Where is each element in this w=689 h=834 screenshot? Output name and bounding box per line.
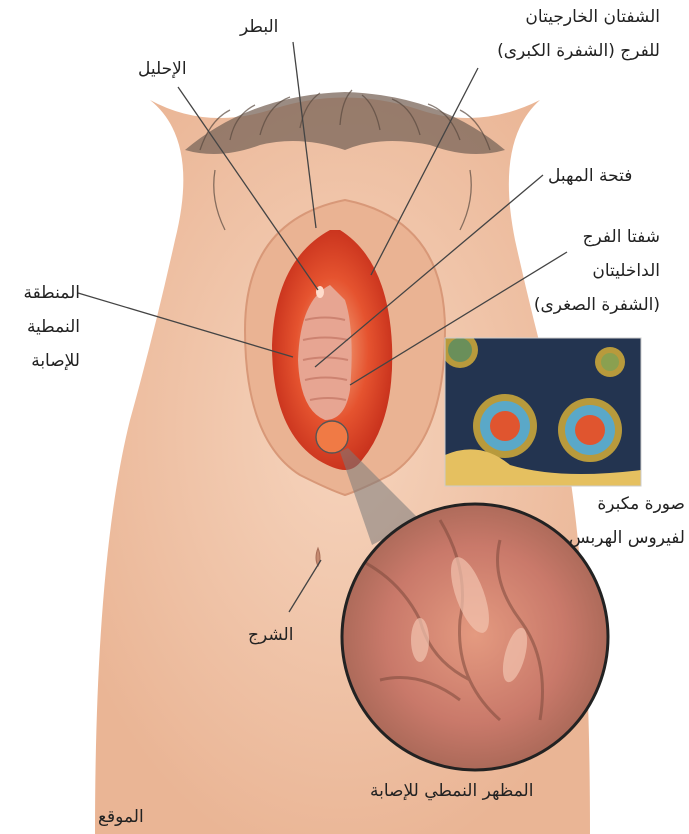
label-typical-area: المنطقة النمطية للإصابة xyxy=(2,276,80,378)
label-inner-labia: شفتا الفرج الداخليتان (الشفرة الصغرى) xyxy=(500,220,660,322)
lesion-marker xyxy=(316,421,348,453)
label-vestibule: فتحة المهبل xyxy=(548,159,632,193)
label-urethra: الإحليل xyxy=(138,52,187,86)
label-anus: الشرج xyxy=(248,618,293,652)
label-outer-labia: الشفتان الخارجيتان للفرج (الشفرة الكبرى) xyxy=(360,0,660,68)
label-typical-appearance: المظهر النمطي للإصابة xyxy=(370,774,533,808)
label-perineum-top: البطر xyxy=(240,10,278,44)
label-location: الموقع xyxy=(98,800,144,834)
label-herpes-photo: صورة مكبرة لفيروس الهربس xyxy=(525,487,685,555)
herpes-micrograph xyxy=(442,332,641,486)
